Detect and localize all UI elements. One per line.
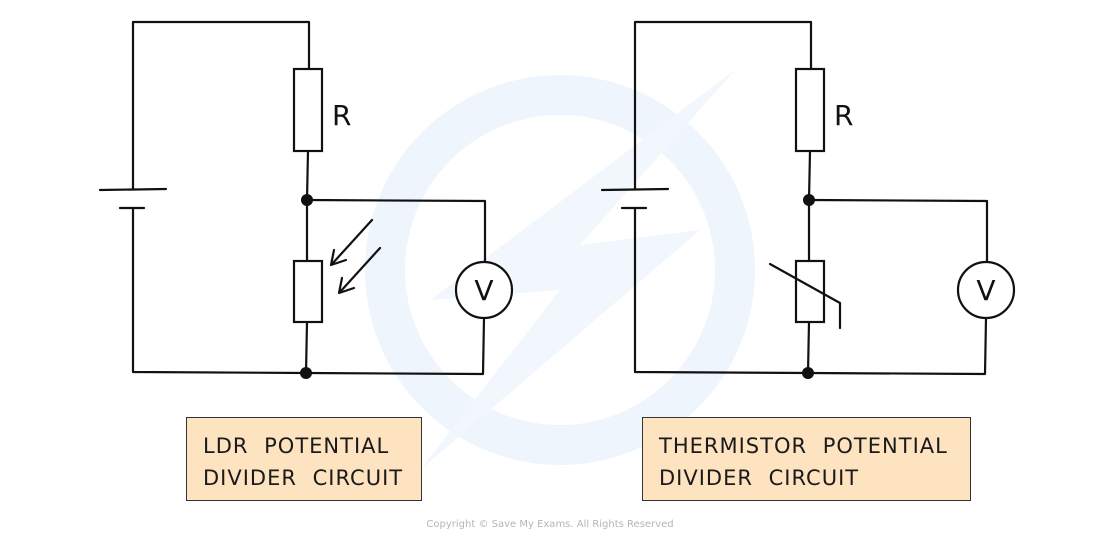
fixed-resistor <box>292 67 324 153</box>
light-arrow-icon <box>337 246 382 295</box>
copyright-notice: Copyright © Save My Exams. All Rights Re… <box>426 519 674 530</box>
battery-cell <box>600 187 670 210</box>
resistor-label: R <box>332 99 351 132</box>
caption-line: DIVIDER CIRCUIT <box>659 466 860 490</box>
watermark-logo <box>365 70 755 470</box>
voltmeter-label: V <box>976 274 995 307</box>
caption-line: THERMISTOR POTENTIAL <box>659 434 948 458</box>
ldr-component <box>292 218 382 324</box>
junction-node-top <box>803 194 815 206</box>
ldr-circuit: R V <box>98 20 514 379</box>
thermistor-caption-box: THERMISTOR POTENTIAL DIVIDER CIRCUIT <box>642 417 971 501</box>
wire-thermistor-to-bottom <box>806 320 811 375</box>
wire-from-voltmeter-bottom <box>806 316 988 376</box>
light-arrow-icon <box>329 218 374 267</box>
voltmeter-label: V <box>474 274 493 307</box>
resistor-label: R <box>834 99 853 132</box>
wire-bottom-left <box>633 206 810 375</box>
voltmeter: V <box>956 260 1016 320</box>
junction-node-bottom <box>802 367 814 379</box>
junction-node-bottom <box>300 367 312 379</box>
thermistor-slash-icon <box>768 262 842 330</box>
thermistor-component <box>768 259 842 330</box>
ldr-body <box>292 259 324 324</box>
wire-ldr-to-bottom <box>304 320 309 375</box>
caption-line: DIVIDER CIRCUIT <box>203 466 404 490</box>
fixed-resistor <box>794 67 826 153</box>
wire-r-to-junction <box>305 149 310 202</box>
wire-bottom-left <box>131 206 308 375</box>
thermistor-circuit: R V <box>600 20 1016 379</box>
battery-cell <box>98 187 168 210</box>
wire-from-voltmeter-bottom <box>304 316 486 376</box>
caption-line: LDR POTENTIAL <box>203 434 390 458</box>
wire-top-left <box>131 20 311 191</box>
ldr-caption-box: LDR POTENTIAL DIVIDER CIRCUIT <box>186 417 422 501</box>
wire-to-voltmeter-top <box>305 198 487 264</box>
wire-top-left <box>633 20 813 191</box>
wire-to-voltmeter-top <box>807 198 989 264</box>
wire-r-to-junction <box>807 149 812 202</box>
junction-node-top <box>301 194 313 206</box>
voltmeter: V <box>454 260 514 320</box>
